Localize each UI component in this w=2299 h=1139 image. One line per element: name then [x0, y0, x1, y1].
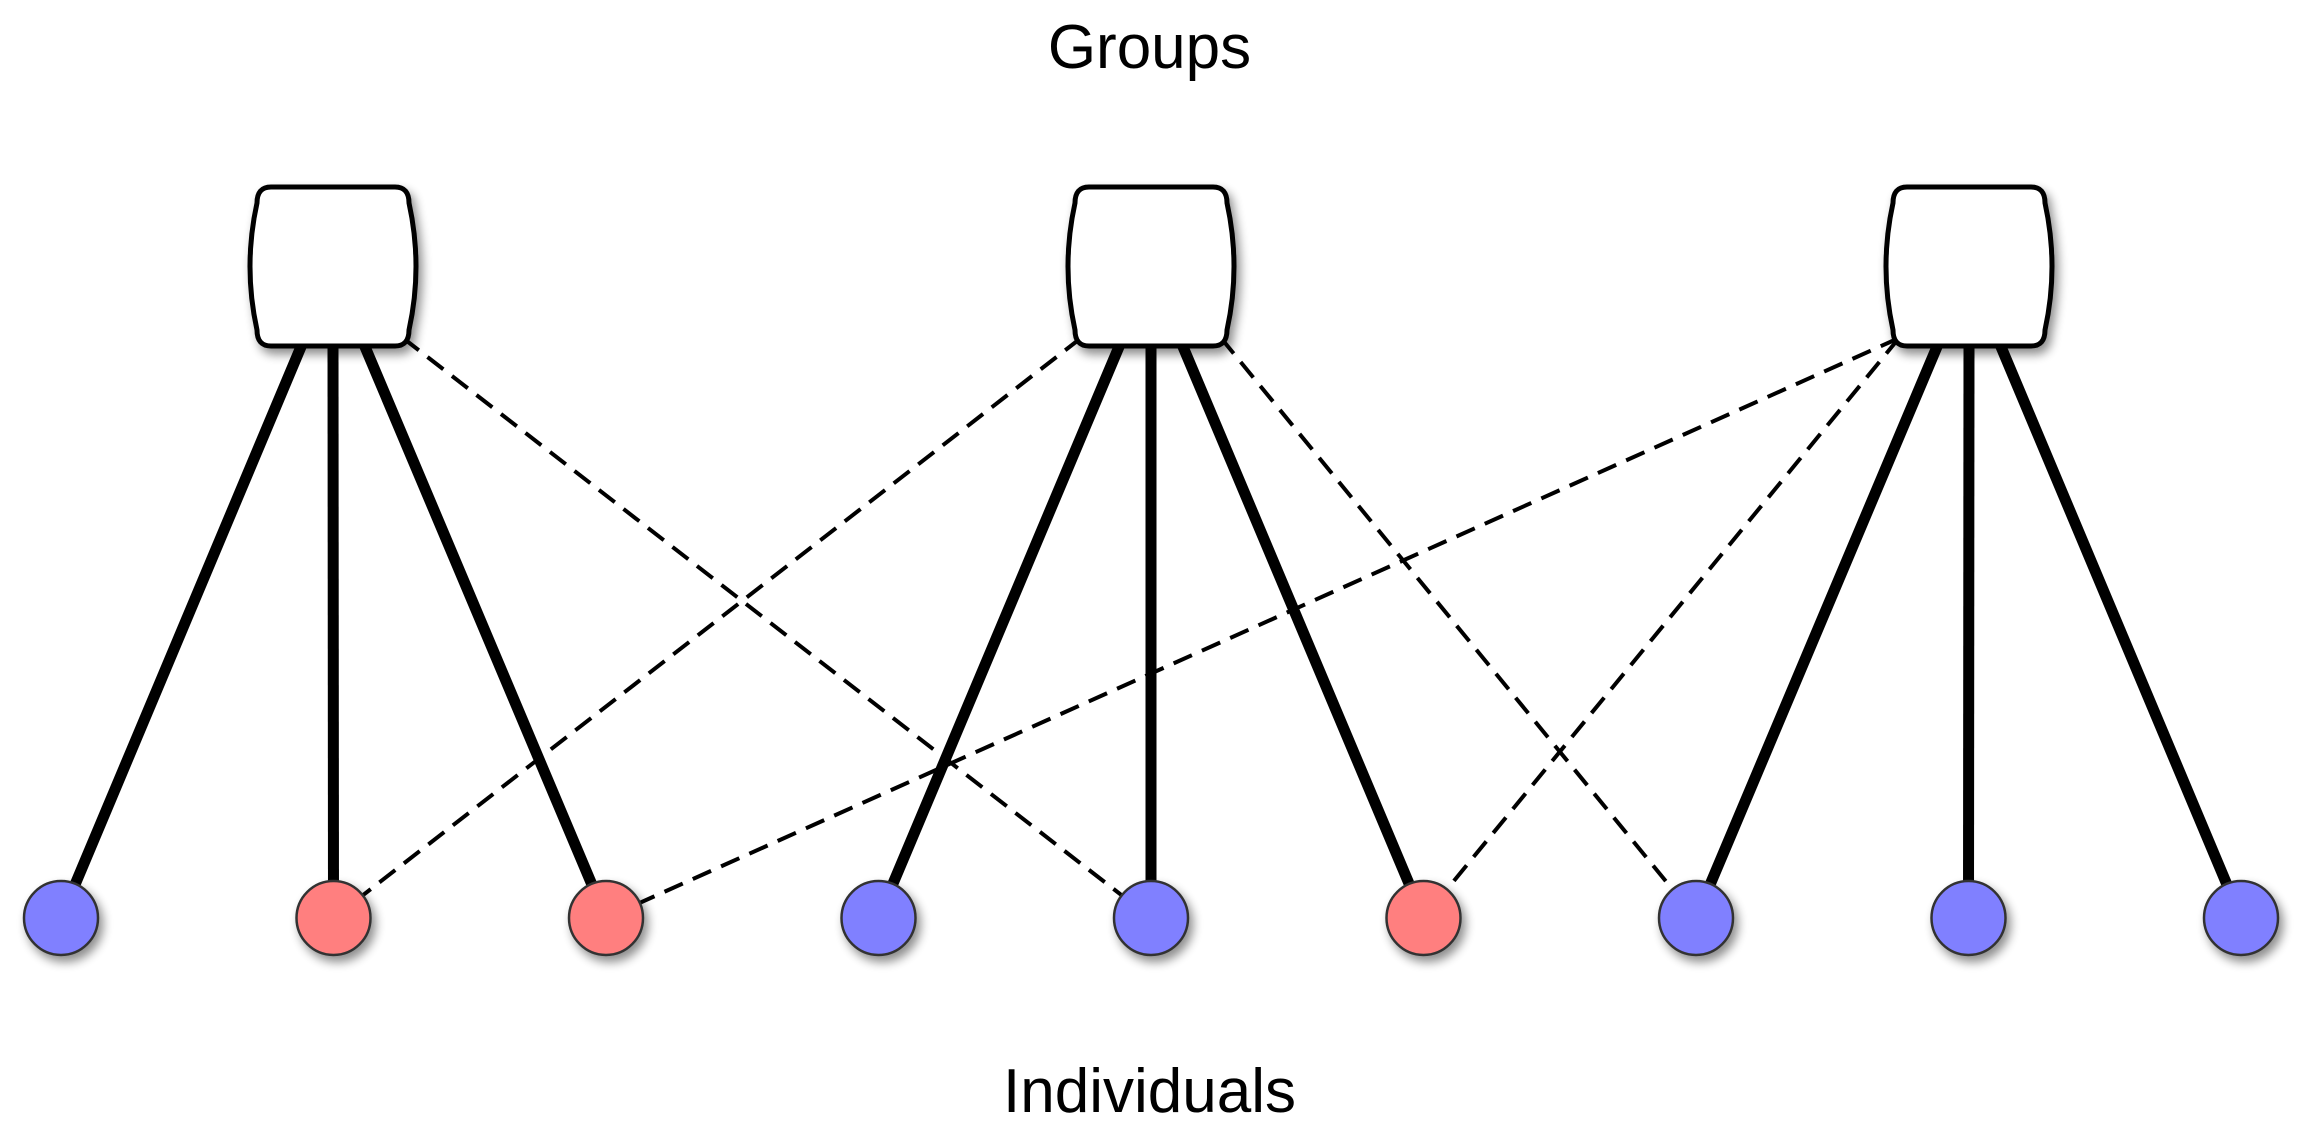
group-nodes: [247, 184, 2055, 349]
membership-edge-g3-i7: [1704, 339, 1945, 888]
membership-edge-g3-i9: [1993, 339, 2233, 888]
individual-node-4-blue: [840, 879, 917, 957]
edges: [69, 336, 2233, 906]
group-node-1: [247, 184, 419, 349]
individual-node-5-blue: [1112, 879, 1190, 957]
individual-nodes: [22, 879, 2280, 957]
groups-label: Groups: [1047, 13, 1252, 82]
dashed-edge-g1-i5: [401, 336, 1125, 899]
membership-edge-g2-i6: [1175, 339, 1415, 888]
dashed-edge-g3-i6: [1444, 336, 1901, 893]
dashed-edge-g2-i7: [1219, 336, 1676, 893]
dashed-edge-g3-i3: [637, 336, 1900, 906]
group-node-3: [1883, 184, 2055, 349]
dashed-edge-g2-i2: [359, 336, 1083, 899]
individual-node-1-blue: [22, 879, 100, 957]
individuals-label: Individuals: [1003, 1057, 1296, 1126]
membership-edge-g1-i1: [69, 339, 309, 888]
individual-node-9-blue: [2202, 879, 2280, 957]
individual-node-7-blue: [1657, 879, 1735, 957]
individual-node-2-red: [295, 879, 372, 957]
individual-node-3-red: [567, 879, 645, 957]
membership-edge-g1-i3: [357, 339, 598, 888]
individual-node-8-blue: [1930, 879, 2007, 957]
group-node-2: [1065, 184, 1237, 349]
individual-node-6-red: [1385, 879, 1462, 957]
membership-edge-g2-i4: [887, 339, 1127, 888]
